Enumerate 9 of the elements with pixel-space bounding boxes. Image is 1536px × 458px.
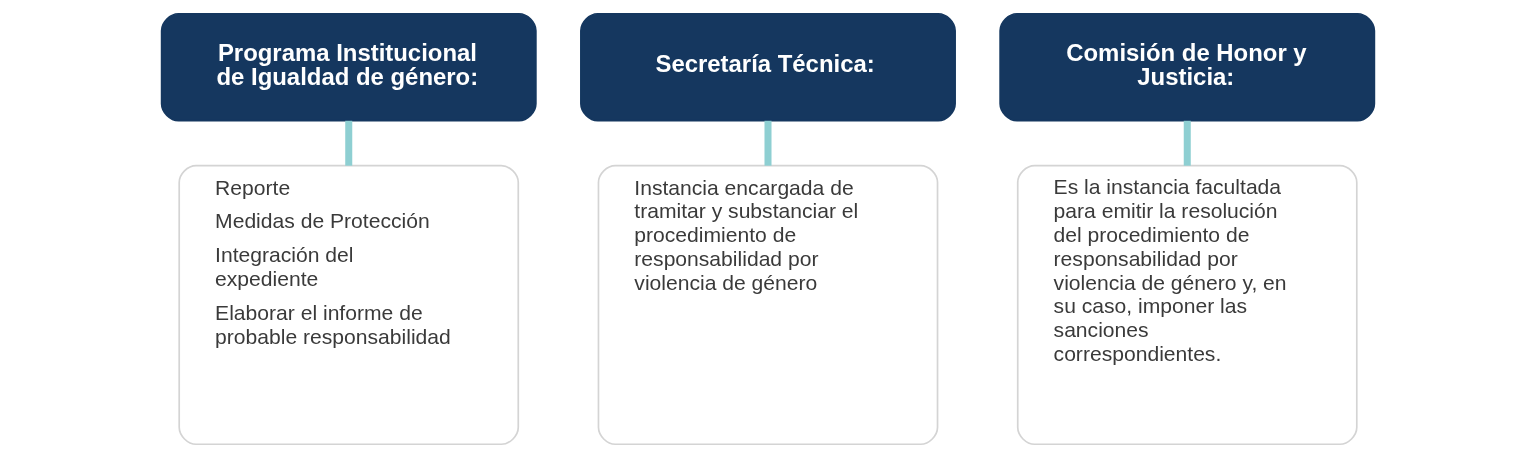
node-box: Instancia encargada de tramitar y substanciar el procedimiento de responsabilidad por violencia de género xyxy=(597,164,939,446)
connector xyxy=(1183,120,1191,166)
node-box: Comisión de Honor y Justicia: xyxy=(999,12,1376,122)
connector xyxy=(764,120,772,166)
connector xyxy=(345,120,353,166)
node-box: Es la instancia facultada para emitir la resolución del procedimiento de responsabilidad por violencia de género y, en su caso, imponer las sanciones correspondientes. xyxy=(1016,164,1358,446)
node-box: Reporte Medidas de Protección Integración del expediente Elaborar el informe de probable responsabilidad xyxy=(178,164,520,446)
node-box: Programa Institucional de Igualdad de género: xyxy=(160,12,537,122)
node-box: Secretaría Técnica: xyxy=(580,12,956,122)
